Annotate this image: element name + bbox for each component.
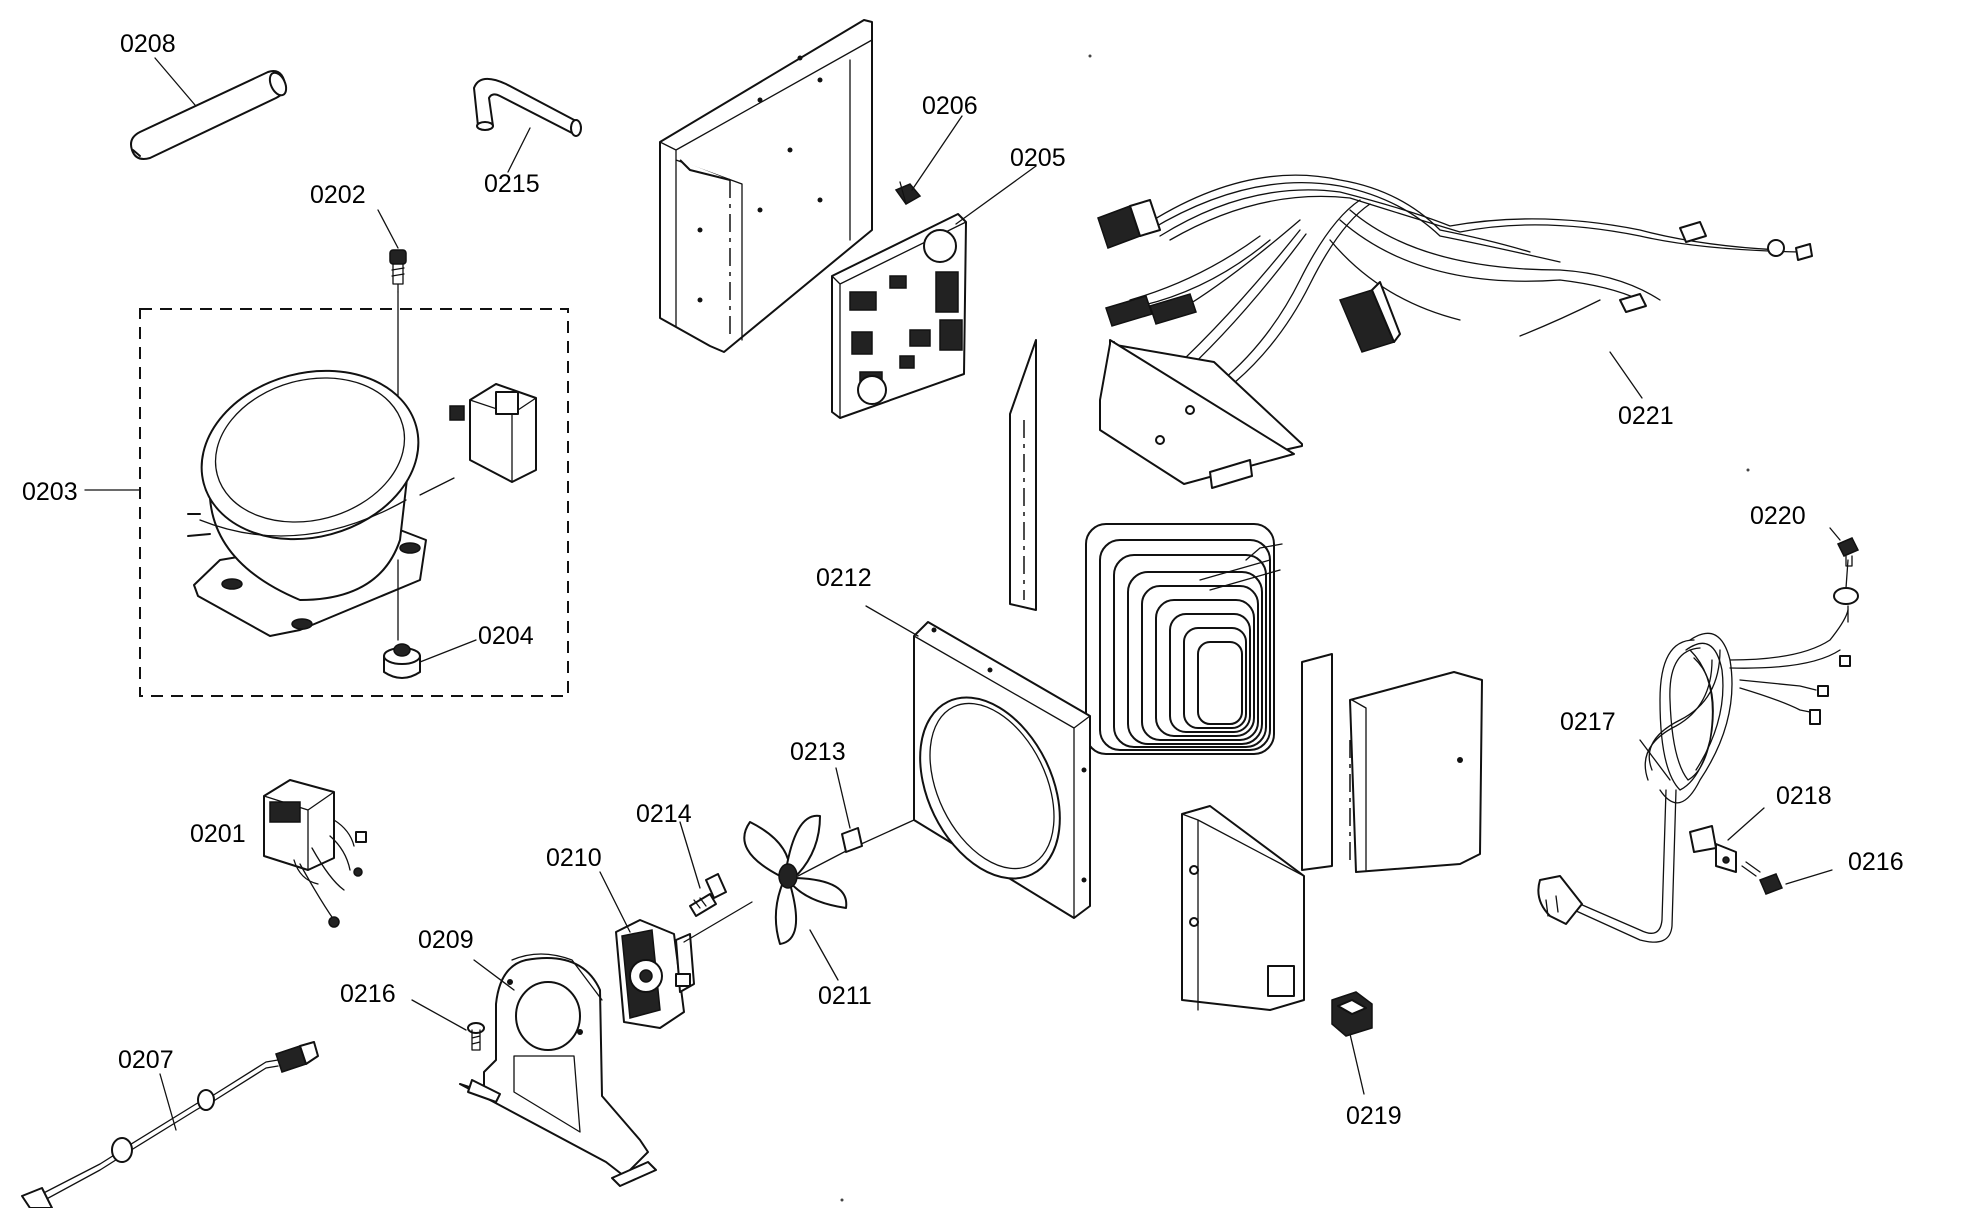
part-side-bracket [1301,653,1483,873]
part-0213-clip [841,827,863,853]
part-0217-power-cord [1537,609,1851,943]
scan-dot [1746,468,1750,472]
part-0214-screw [689,873,727,917]
label-0220: 0220 [1750,502,1806,530]
label-0216-left: 0216 [340,980,396,1008]
label-0205: 0205 [1010,144,1066,172]
part-0202-bolt [389,249,407,401]
part-0216-screw-right [1741,861,1783,895]
part-0218-clamp [1689,825,1737,873]
part-0205-control-board [831,213,967,419]
label-0217: 0217 [1560,708,1616,736]
part-top-plate [1099,339,1303,489]
part-vertical-strip [1009,339,1037,611]
part-0209-motor-bracket [459,953,657,1187]
part-0212-shroud [847,621,1091,919]
part-0220-screw [1833,537,1860,623]
part-0207-sensor-wire [21,1041,319,1209]
part-bracket-panel [659,19,873,353]
label-0211: 0211 [818,982,872,1010]
part-0210-fan-motor [615,901,753,1029]
label-0219: 0219 [1346,1102,1402,1130]
label-0214: 0214 [636,800,692,828]
part-0215-hose [473,77,582,137]
part-evaporator-coil [1085,523,1283,755]
label-0203: 0203 [22,478,78,506]
label-0206: 0206 [922,92,978,120]
label-0218: 0218 [1776,782,1832,810]
part-0206-clip [894,181,922,205]
part-labels: 0208 0215 0202 0203 0204 0206 0205 0221 … [22,30,1904,1130]
part-0219-connector [1331,991,1373,1037]
label-0210: 0210 [546,844,602,872]
label-0221: 0221 [1618,402,1674,430]
label-0207: 0207 [118,1046,174,1074]
part-0216-screw-left [467,1022,485,1051]
part-0208-drier [130,70,288,160]
part-0204-grommet [383,643,421,679]
leader-lines [84,57,1841,1131]
label-0208: 0208 [120,30,176,58]
label-0202: 0202 [310,181,366,209]
part-0203-relay [449,383,537,483]
label-0204: 0204 [478,622,534,650]
label-0201: 0201 [190,820,246,848]
label-0213: 0213 [790,738,846,766]
label-0216-right: 0216 [1848,848,1904,876]
part-0211-fan-blade [743,814,849,945]
label-0215: 0215 [484,170,540,198]
part-0201-transformer [263,779,367,928]
part-0203-compressor-assembly [139,308,569,697]
label-0209: 0209 [418,926,474,954]
part-lower-bracket [1181,805,1305,1011]
label-0212: 0212 [816,564,872,592]
scan-dot [840,1198,844,1202]
scan-dot [1088,54,1092,58]
